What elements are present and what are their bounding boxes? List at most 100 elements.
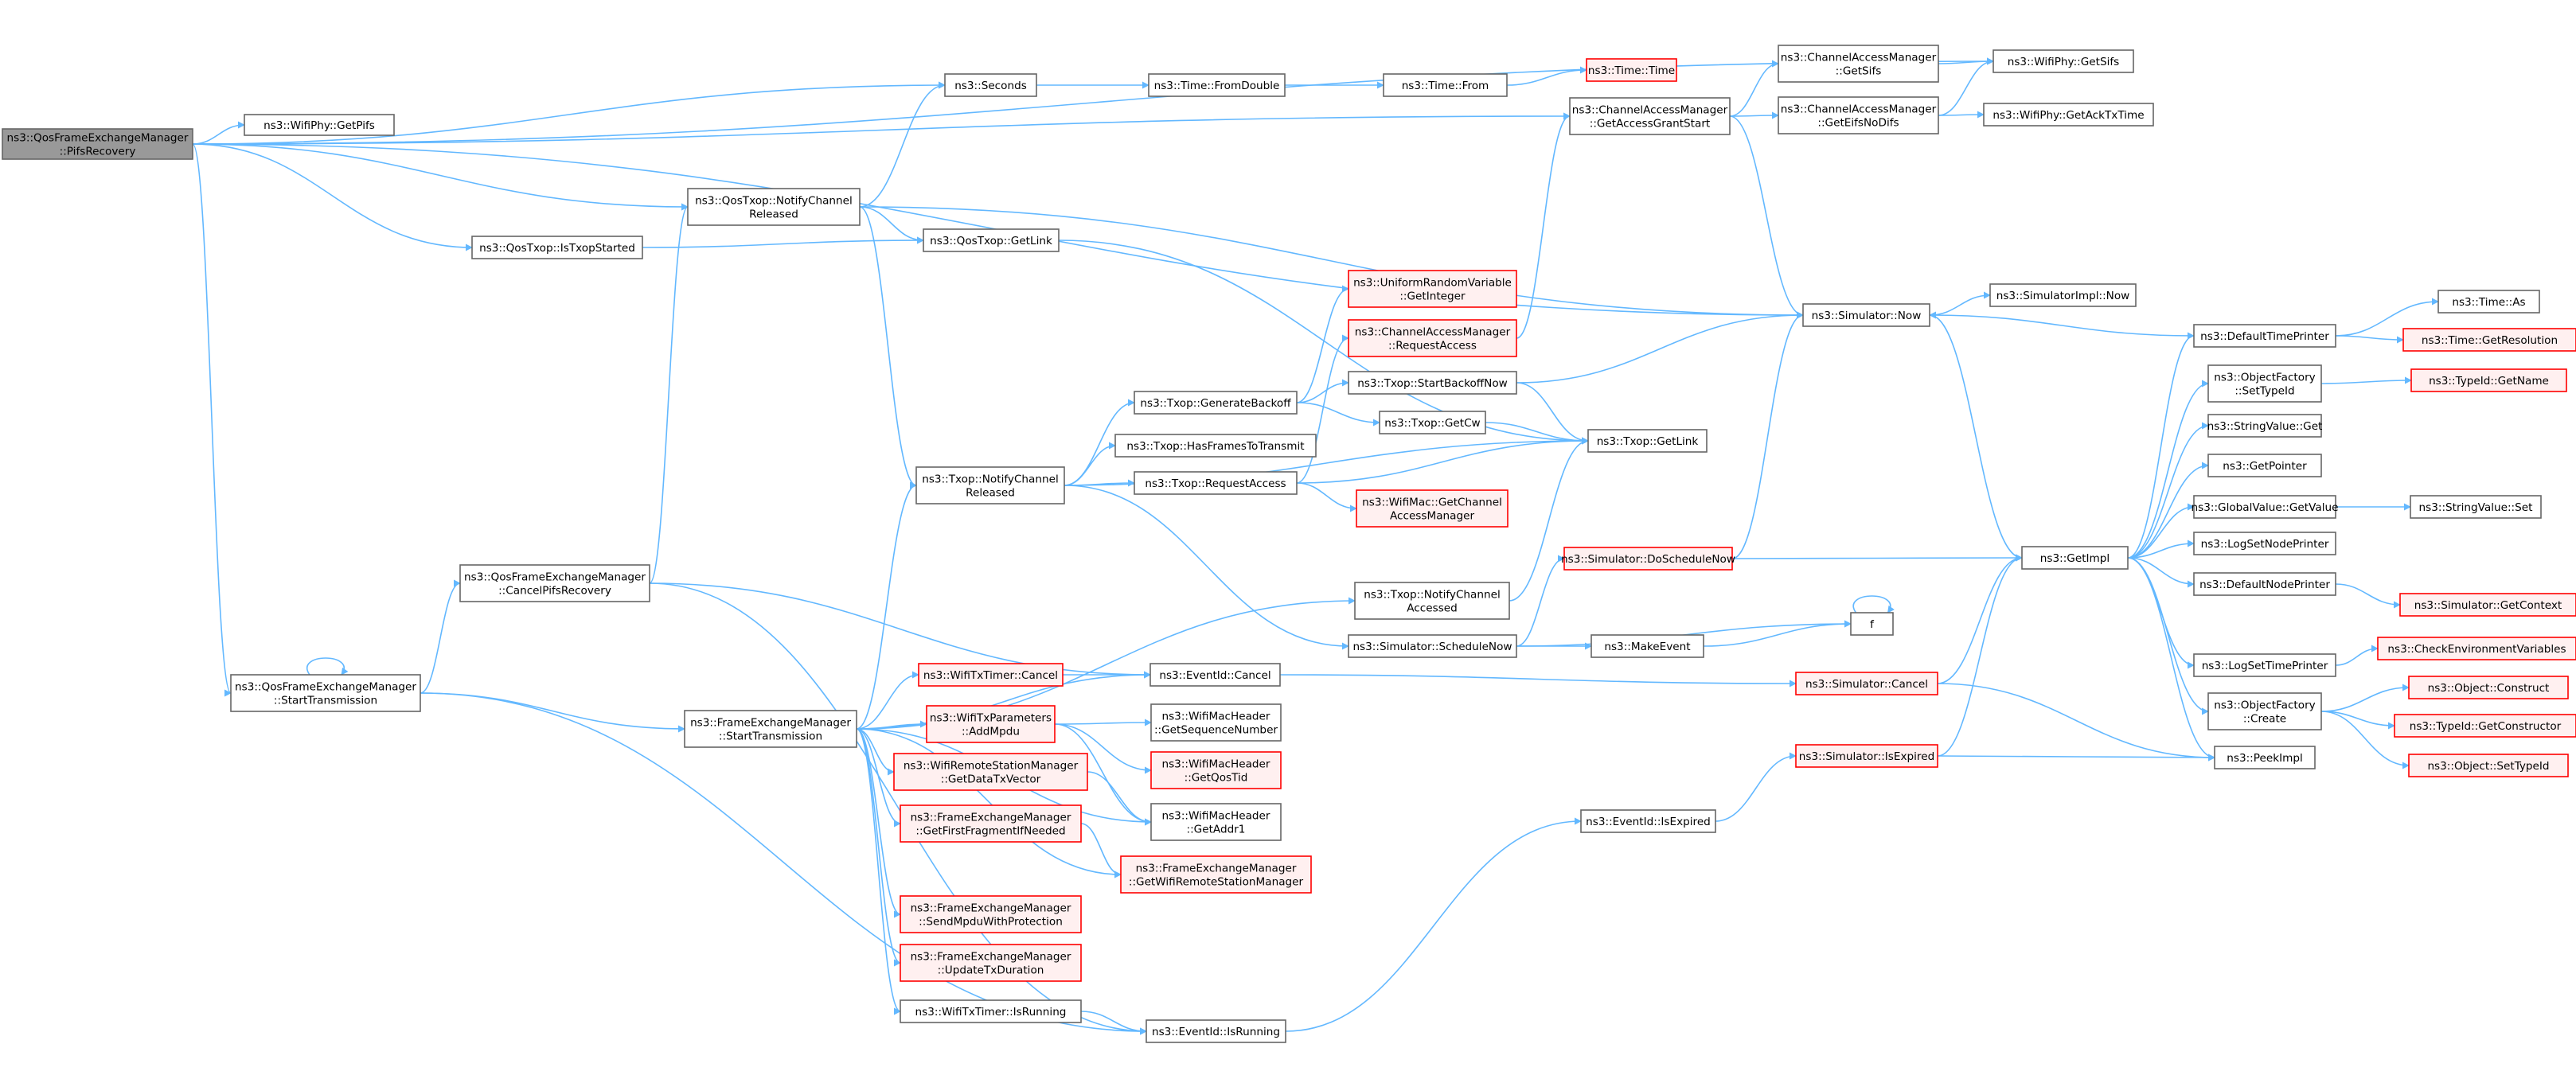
node-getaddr1[interactable]: ns3::WifiMacHeader::GetAddr1 bbox=[1150, 803, 1282, 841]
node-timer_cancel[interactable]: ns3::WifiTxTimer::Cancel bbox=[918, 663, 1064, 687]
node-box bbox=[684, 710, 857, 748]
node-f[interactable]: f bbox=[1850, 612, 1894, 636]
edge-eventid_expired-to-sim_expired bbox=[1715, 752, 1797, 822]
node-schedulenow[interactable]: ns3::Simulator::ScheduleNow bbox=[1348, 634, 1517, 658]
node-deftimeprinter[interactable]: ns3::DefaultTimePrinter bbox=[2193, 324, 2336, 348]
node-getname[interactable]: ns3::TypeId::GetName bbox=[2410, 368, 2567, 392]
node-getwrsm[interactable]: ns3::FrameExchangeManager::GetWifiRemote… bbox=[1120, 855, 1312, 894]
node-addmpdu[interactable]: ns3::WifiTxParameters::AddMpdu bbox=[926, 705, 1056, 743]
node-getcontext[interactable]: ns3::Simulator::GetContext bbox=[2399, 593, 2576, 617]
edge-dschedulenow-to-getimpl bbox=[1731, 554, 2023, 562]
node-eventid_expired[interactable]: ns3::EventId::IsExpired bbox=[1580, 809, 1716, 833]
node-getdatatx[interactable]: ns3::WifiRemoteStationManager::GetDataTx… bbox=[893, 753, 1088, 791]
node-timeas[interactable]: ns3::Time::As bbox=[2437, 290, 2540, 314]
node-getfirstfrag[interactable]: ns3::FrameExchangeManager::GetFirstFragm… bbox=[900, 804, 1082, 843]
node-seconds[interactable]: ns3::Seconds bbox=[944, 73, 1037, 97]
node-gvgetvalue[interactable]: ns3::GlobalValue::GetValue bbox=[2192, 495, 2339, 519]
node-box bbox=[2214, 746, 2316, 769]
node-label: ns3::StringValue::Get bbox=[2207, 420, 2323, 433]
node-simnow[interactable]: ns3::Simulator::Now bbox=[1802, 303, 1930, 327]
node-getpointer[interactable]: ns3::GetPointer bbox=[2207, 454, 2322, 477]
node-getimpl[interactable]: ns3::GetImpl bbox=[2021, 546, 2129, 570]
node-box bbox=[923, 228, 1060, 252]
node-label: ns3::ObjectFactory bbox=[2214, 699, 2315, 712]
node-label: ns3::ChannelAccessManager bbox=[1355, 326, 1511, 339]
node-label: ns3::ChannelAccessManager bbox=[1572, 104, 1728, 117]
node-makeevent[interactable]: ns3::MakeEvent bbox=[1590, 634, 1704, 658]
node-updatetx[interactable]: ns3::FrameExchangeManager::UpdateTxDurat… bbox=[900, 944, 1082, 982]
node-timetime[interactable]: ns3::Time::Time bbox=[1586, 58, 1677, 82]
node-label: ::StartTransmission bbox=[719, 730, 822, 743]
node-box bbox=[2394, 714, 2576, 738]
node-box bbox=[1148, 73, 1286, 97]
node-getres[interactable]: ns3::Time::GetResolution bbox=[2402, 328, 2576, 352]
node-eventid_cancel[interactable]: ns3::EventId::Cancel bbox=[1149, 663, 1281, 687]
node-geteifs[interactable]: ns3::ChannelAccessManager::GetEifsNoDifs bbox=[1778, 96, 1939, 134]
node-cancelpifs[interactable]: ns3::QosFrameExchangeManager::CancelPifs… bbox=[459, 564, 650, 602]
edge-txop_request-to-mac_getcam bbox=[1296, 482, 1357, 512]
node-getcw[interactable]: ns3::Txop::GetCw bbox=[1379, 411, 1486, 434]
node-fem_starttx[interactable]: ns3::FrameExchangeManager::StartTransmis… bbox=[684, 710, 857, 748]
node-timefrom[interactable]: ns3::Time::From bbox=[1383, 73, 1508, 97]
node-strget[interactable]: ns3::StringValue::Get bbox=[2207, 414, 2323, 438]
node-getpifs[interactable]: ns3::WifiPhy::GetPifs bbox=[244, 114, 395, 136]
node-hasframes[interactable]: ns3::Txop::HasFramesToTransmit bbox=[1114, 434, 1317, 458]
node-qos_starttx[interactable]: ns3::QosFrameExchangeManager::StartTrans… bbox=[230, 674, 421, 712]
node-sendmpdu[interactable]: ns3::FrameExchangeManager::SendMpduWithP… bbox=[900, 895, 1082, 933]
edge-getimpl-to-gvgetvalue bbox=[2127, 503, 2195, 559]
node-genbackoff[interactable]: ns3::Txop::GenerateBackoff bbox=[1134, 391, 1298, 415]
node-label: ns3::MakeEvent bbox=[1604, 641, 1690, 653]
node-phy_getsifs[interactable]: ns3::WifiPhy::GetSifs bbox=[1992, 49, 2134, 73]
node-urv[interactable]: ns3::UniformRandomVariable::GetInteger bbox=[1348, 270, 1517, 308]
node-root[interactable]: ns3::QosFrameExchangeManager::PifsRecove… bbox=[2, 128, 193, 160]
edge-ofcreate-to-objconstruct bbox=[2320, 684, 2410, 712]
node-label: ns3::WifiPhy::GetSifs bbox=[2008, 56, 2120, 68]
node-getacktx[interactable]: ns3::WifiPhy::GetAckTxTime bbox=[1983, 103, 2154, 127]
node-peekimpl[interactable]: ns3::PeekImpl bbox=[2214, 746, 2316, 769]
node-checkenv[interactable]: ns3::CheckEnvironmentVariables bbox=[2377, 637, 2576, 660]
node-settypeid[interactable]: ns3::ObjectFactory::SetTypeId bbox=[2207, 364, 2322, 403]
node-getconstructor[interactable]: ns3::TypeId::GetConstructor bbox=[2394, 714, 2576, 738]
node-txop_getlink[interactable]: ns3::Txop::GetLink bbox=[1587, 429, 1708, 453]
node-getaccessgrant[interactable]: ns3::ChannelAccessManager::GetAccessGran… bbox=[1569, 97, 1731, 135]
node-dschedulenow[interactable]: ns3::Simulator::DoScheduleNow bbox=[1561, 547, 1735, 571]
edge-root-to-istxop bbox=[192, 143, 473, 251]
node-eventid_running[interactable]: ns3::EventId::IsRunning bbox=[1146, 1019, 1286, 1043]
node-box bbox=[1134, 391, 1298, 415]
node-sim_cancel[interactable]: ns3::Simulator::Cancel bbox=[1795, 672, 1938, 695]
node-box bbox=[1778, 96, 1939, 134]
node-logtimeprinter[interactable]: ns3::LogSetTimePrinter bbox=[2193, 653, 2336, 677]
node-fromdouble[interactable]: ns3::Time::FromDouble bbox=[1148, 73, 1286, 97]
node-objsettypeid[interactable]: ns3::Object::SetTypeId bbox=[2408, 754, 2569, 777]
node-cam_request[interactable]: ns3::ChannelAccessManager::RequestAccess bbox=[1348, 319, 1517, 357]
node-box bbox=[687, 188, 861, 226]
node-istxop[interactable]: ns3::QosTxop::IsTxopStarted bbox=[471, 236, 643, 259]
node-box bbox=[918, 663, 1064, 687]
node-lognodeprinter[interactable]: ns3::LogSetNodePrinter bbox=[2193, 532, 2336, 555]
node-qos_getlink[interactable]: ns3::QosTxop::GetLink bbox=[923, 228, 1060, 252]
edge-getaccessgrant-to-geteifs bbox=[1729, 111, 1779, 119]
node-label: ns3::GetPointer bbox=[2223, 460, 2307, 473]
node-simimplnow[interactable]: ns3::SimulatorImpl::Now bbox=[1989, 283, 2137, 307]
node-sim_expired[interactable]: ns3::Simulator::IsExpired bbox=[1795, 744, 1938, 768]
node-defnodeprinter[interactable]: ns3::DefaultNodePrinter bbox=[2193, 572, 2336, 596]
node-objconstruct[interactable]: ns3::Object::Construct bbox=[2408, 676, 2569, 699]
edge-fem_starttx-to-sendmpdu bbox=[856, 728, 901, 918]
node-label: ::Create bbox=[2243, 713, 2286, 726]
node-getqostid[interactable]: ns3::WifiMacHeader::GetQosTid bbox=[1150, 751, 1282, 789]
node-getsifs_cam[interactable]: ns3::ChannelAccessManager::GetSifs bbox=[1778, 45, 1939, 83]
node-getseqnum[interactable]: ns3::WifiMacHeader::GetSequenceNumber bbox=[1150, 703, 1282, 742]
node-txop_request[interactable]: ns3::Txop::RequestAccess bbox=[1134, 471, 1298, 495]
node-box bbox=[944, 73, 1037, 97]
node-startbackoff[interactable]: ns3::Txop::StartBackoffNow bbox=[1348, 371, 1517, 395]
node-ofcreate[interactable]: ns3::ObjectFactory::Create bbox=[2207, 692, 2322, 730]
node-timer_running[interactable]: ns3::WifiTxTimer::IsRunning bbox=[900, 999, 1082, 1023]
edge-schedulenow-to-dschedulenow bbox=[1516, 555, 1565, 647]
node-box bbox=[1989, 283, 2137, 307]
node-strset[interactable]: ns3::StringValue::Set bbox=[2410, 495, 2542, 519]
node-label: ns3::WifiPhy::GetAckTxTime bbox=[1992, 109, 2144, 122]
